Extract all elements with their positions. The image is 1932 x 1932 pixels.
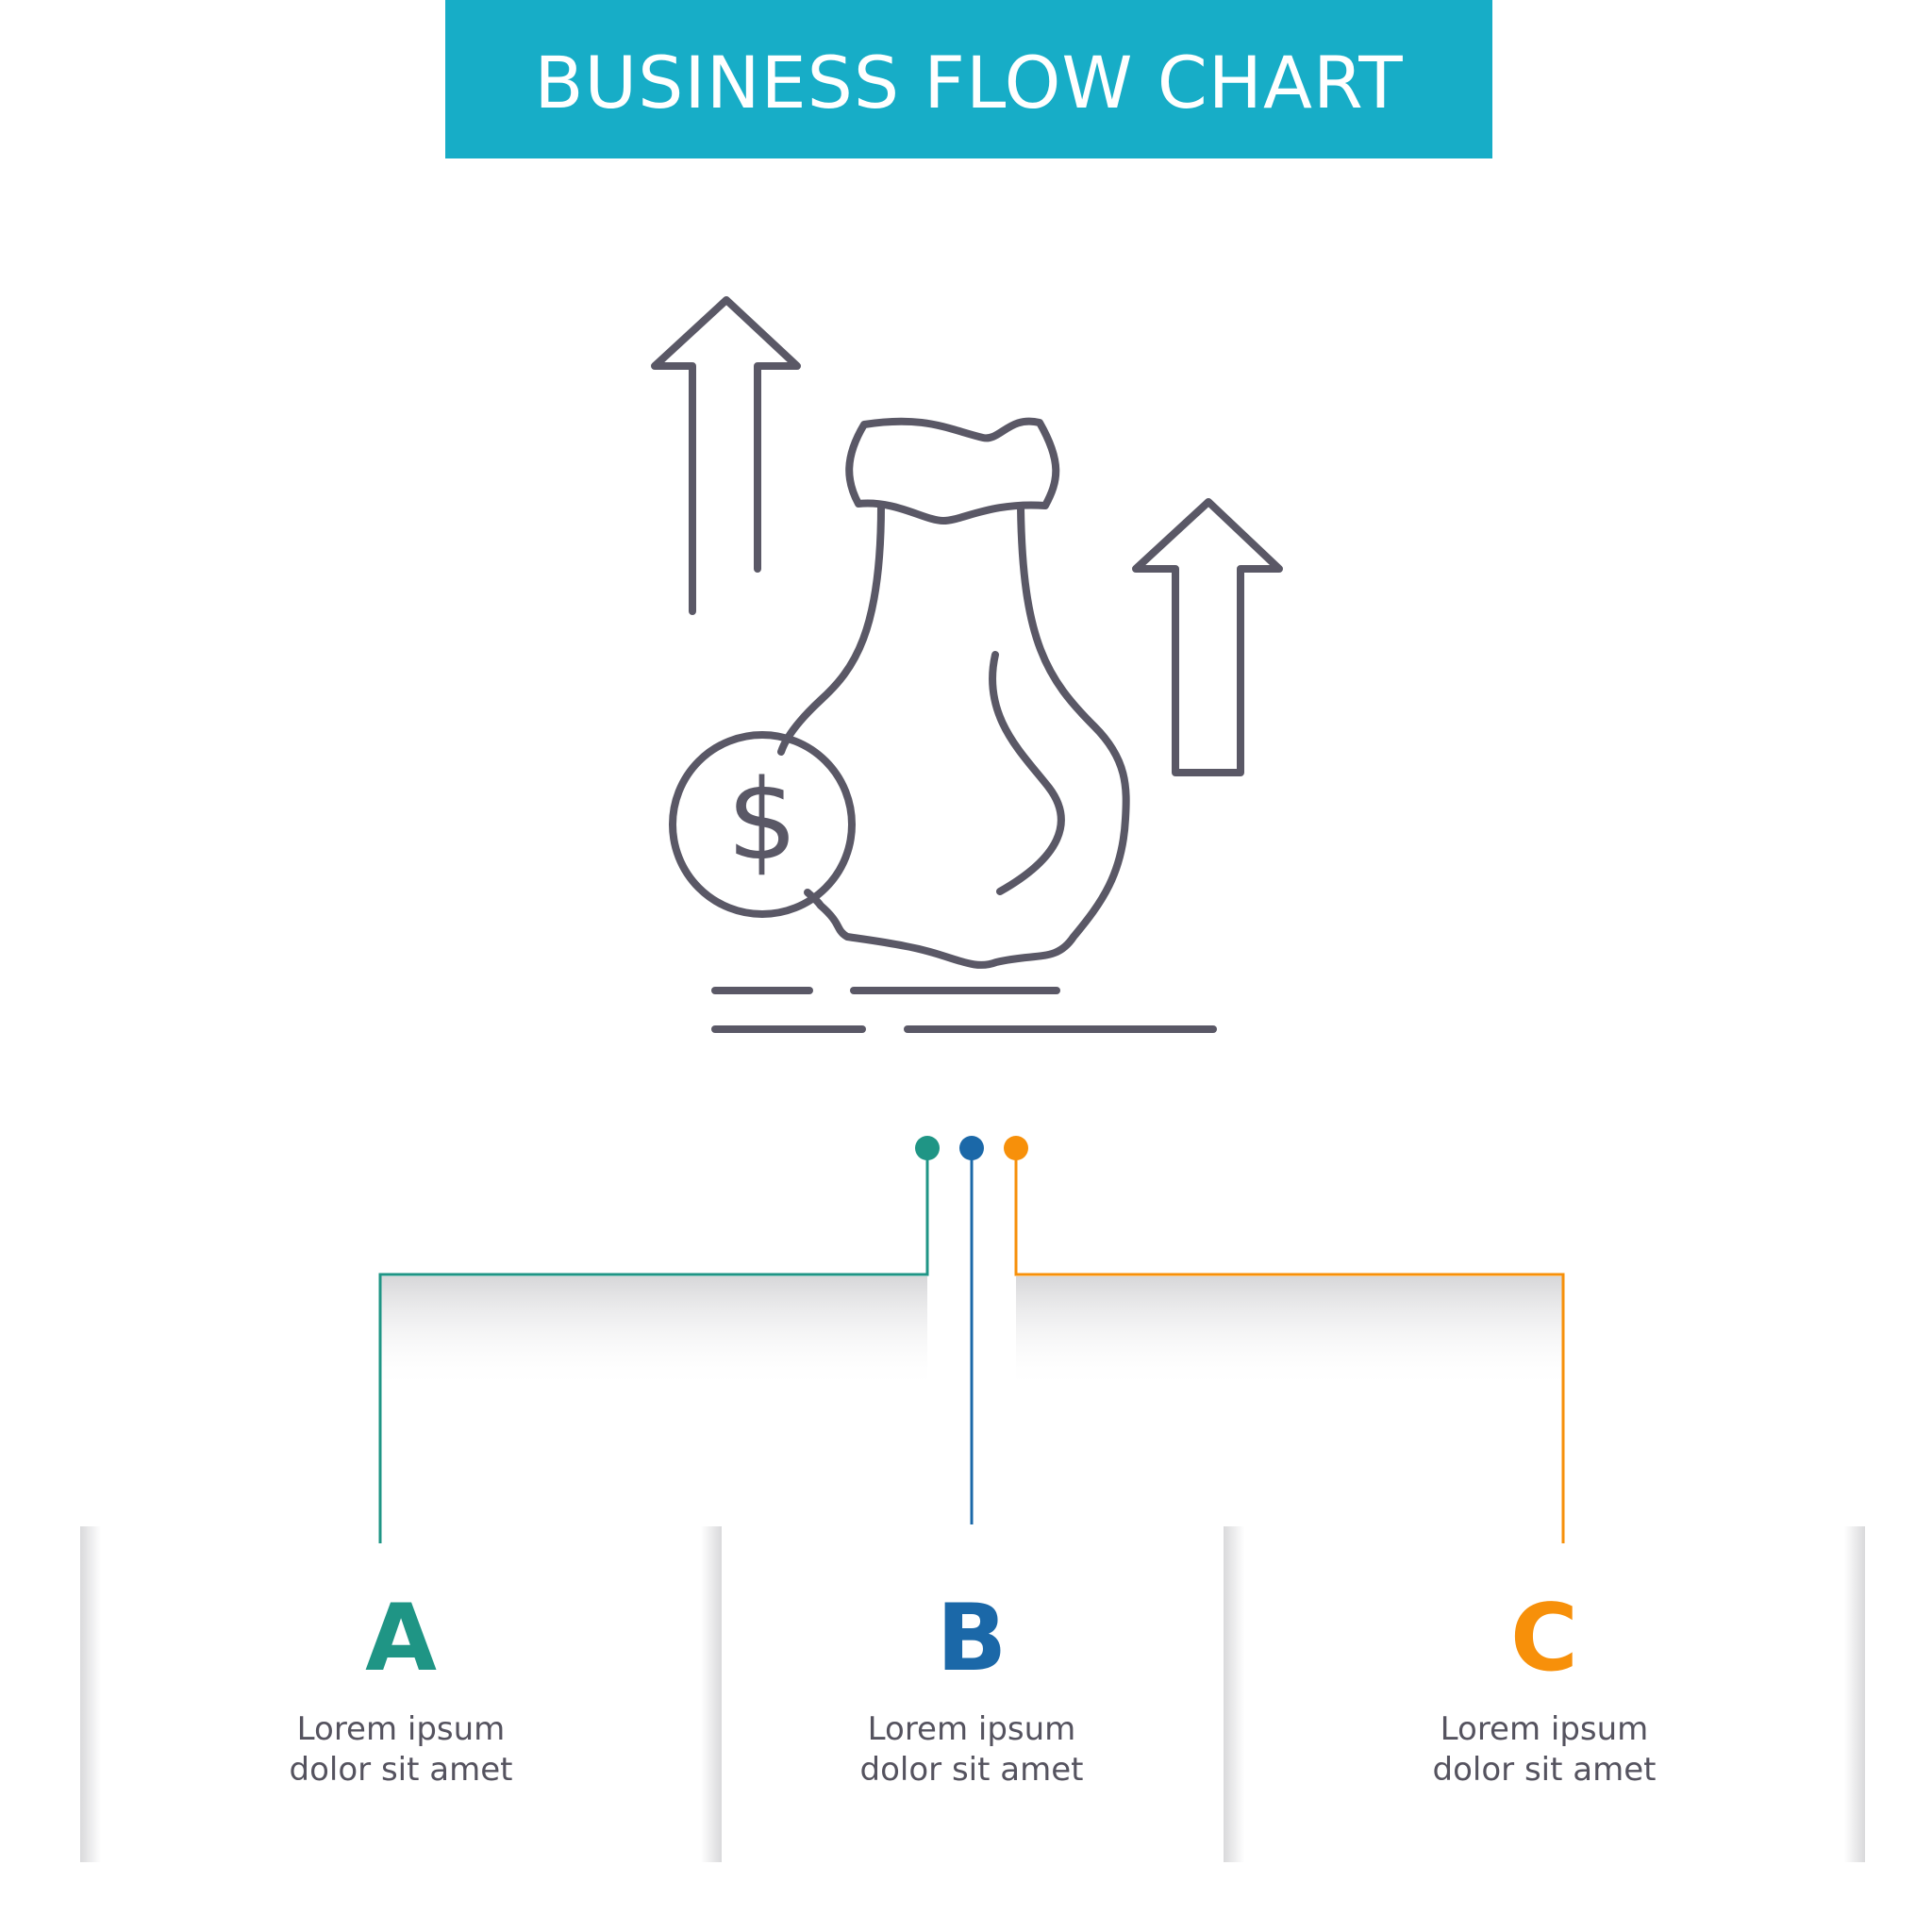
card-a: A Lorem ipsum dolor sit amet bbox=[80, 1526, 722, 1862]
title-banner: BUSINESS FLOW CHART bbox=[445, 0, 1492, 158]
card-b-letter: B bbox=[936, 1585, 1008, 1692]
card-c: C Lorem ipsum dolor sit amet bbox=[1224, 1526, 1865, 1862]
card-b: B Lorem ipsum dolor sit amet bbox=[651, 1526, 1292, 1862]
card-b-text: Lorem ipsum dolor sit amet bbox=[651, 1709, 1292, 1790]
page-title: BUSINESS FLOW CHART bbox=[534, 40, 1404, 125]
card-b-line1: Lorem ipsum bbox=[867, 1710, 1076, 1748]
card-c-shade-right bbox=[1844, 1526, 1865, 1862]
card-a-line1: Lorem ipsum bbox=[296, 1710, 506, 1748]
band-shadow-right bbox=[1016, 1276, 1563, 1390]
card-a-shade-right bbox=[701, 1526, 722, 1862]
band-shadow-left bbox=[380, 1276, 927, 1390]
left-up-arrow-icon bbox=[651, 296, 801, 615]
card-c-line2: dolor sit amet bbox=[1432, 1751, 1657, 1789]
card-c-shade-left bbox=[1224, 1526, 1244, 1862]
money-bag-icon bbox=[651, 296, 1283, 1033]
connector-a-dot bbox=[915, 1136, 940, 1160]
card-a-text: Lorem ipsum dolor sit amet bbox=[80, 1709, 722, 1790]
connector-c bbox=[1014, 1149, 1565, 1543]
card-c-letter: C bbox=[1510, 1585, 1578, 1692]
card-a-letter: A bbox=[365, 1585, 437, 1692]
card-c-text: Lorem ipsum dolor sit amet bbox=[1224, 1709, 1865, 1790]
card-a-line2: dolor sit amet bbox=[289, 1751, 513, 1789]
card-b-line2: dolor sit amet bbox=[859, 1751, 1084, 1789]
bag-fold bbox=[989, 651, 1065, 895]
dollar-coin-icon bbox=[669, 731, 856, 918]
bag-body bbox=[777, 502, 1130, 969]
bag-knot bbox=[845, 417, 1060, 525]
dollar-sign-icon: $ bbox=[726, 755, 797, 885]
connector-c-dot bbox=[1004, 1136, 1028, 1160]
connector-b-dot bbox=[959, 1136, 984, 1160]
card-c-line1: Lorem ipsum bbox=[1440, 1710, 1649, 1748]
connector-a bbox=[378, 1149, 929, 1543]
card-a-shade-left bbox=[80, 1526, 101, 1862]
right-up-arrow-icon bbox=[1132, 498, 1283, 776]
